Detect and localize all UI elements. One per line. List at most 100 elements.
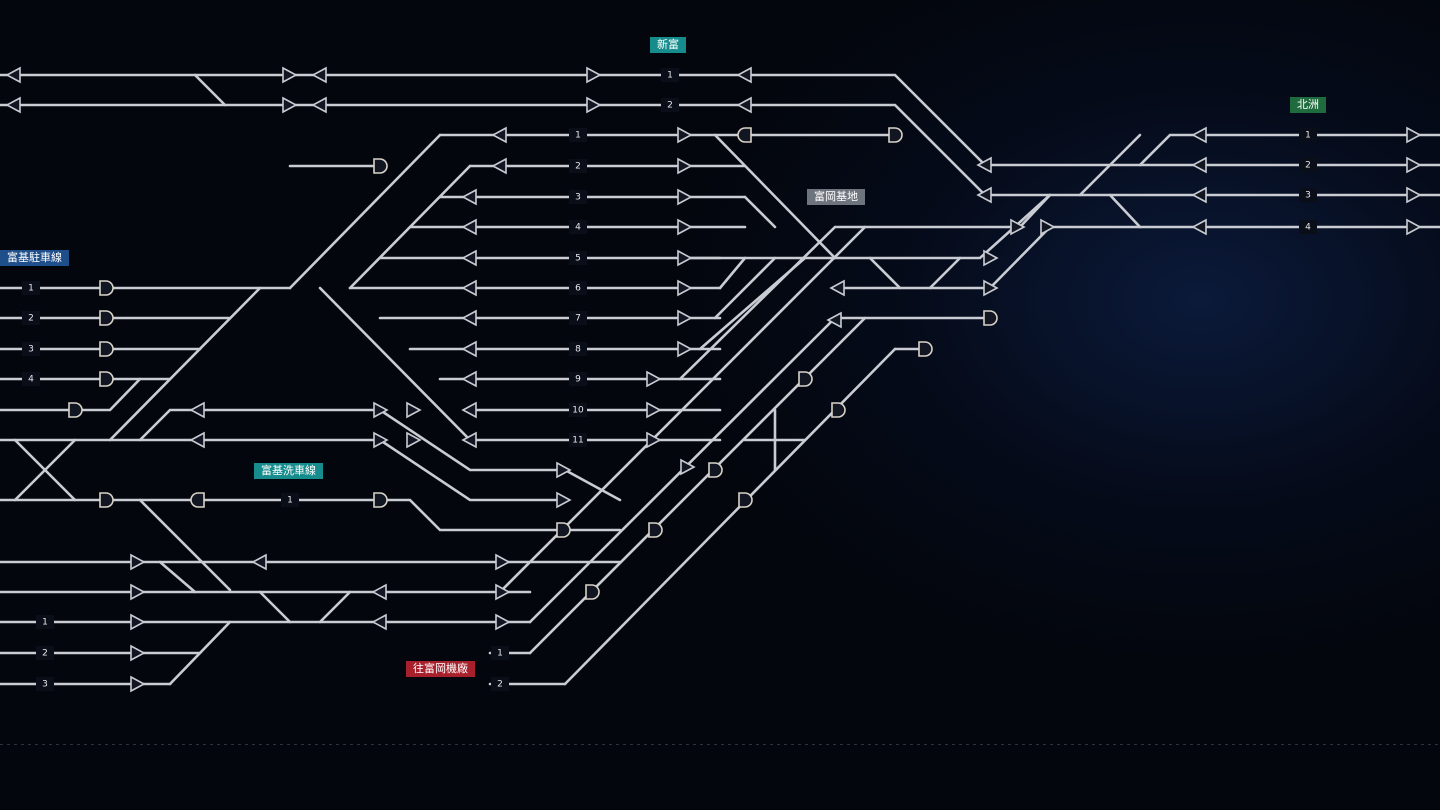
signal-icon[interactable]	[461, 309, 477, 327]
track-number-bg	[569, 281, 587, 295]
stop-signal-icon[interactable]	[798, 371, 813, 387]
stop-signal-icon[interactable]	[99, 371, 114, 387]
signal-icon[interactable]	[491, 126, 507, 144]
signal-icon[interactable]	[677, 126, 693, 144]
signal-icon[interactable]	[646, 431, 662, 449]
signal-icon[interactable]	[495, 553, 511, 571]
shop-track-number-1: 1	[497, 649, 503, 659]
signal-icon[interactable]	[586, 66, 602, 84]
track-number-bg	[569, 128, 587, 142]
signal-icon[interactable]	[406, 401, 422, 419]
signal-icon[interactable]	[130, 675, 146, 693]
signal-icon[interactable]	[1191, 156, 1207, 174]
signal-icon[interactable]	[677, 249, 693, 267]
stop-signal-icon[interactable]	[373, 158, 388, 174]
signal-icon[interactable]	[1191, 126, 1207, 144]
signal-icon[interactable]	[373, 401, 389, 419]
signal-icon[interactable]	[130, 583, 146, 601]
signal-icon[interactable]	[1406, 186, 1422, 204]
stop-signal-icon[interactable]	[68, 402, 83, 418]
signal-icon[interactable]	[406, 431, 422, 449]
stop-signal-icon[interactable]	[737, 127, 752, 143]
signal-icon[interactable]	[371, 613, 387, 631]
stop-signal-icon[interactable]	[99, 280, 114, 296]
signal-icon[interactable]	[461, 279, 477, 297]
xinfu-track-number-1: 1	[667, 71, 673, 81]
signal-icon[interactable]	[495, 583, 511, 601]
signal-icon[interactable]	[491, 157, 507, 175]
signal-icon[interactable]	[251, 553, 267, 571]
signal-icon[interactable]	[677, 188, 693, 206]
yard-track-number-7: 7	[575, 314, 581, 324]
signal-icon[interactable]	[646, 370, 662, 388]
stop-signal-icon[interactable]	[831, 402, 846, 418]
signal-icon[interactable]	[677, 340, 693, 358]
depot-crossover-b	[928, 256, 962, 290]
signal-icon[interactable]	[586, 96, 602, 114]
signal-icon[interactable]	[983, 279, 999, 297]
stop-signal-icon[interactable]	[190, 492, 205, 508]
station-label-xinfu: 新富	[650, 37, 686, 53]
wash-track-label: 富基洗車線	[254, 463, 323, 479]
signal-icon[interactable]	[976, 186, 992, 204]
signal-icon[interactable]	[5, 96, 21, 114]
signal-icon[interactable]	[680, 458, 696, 476]
signal-icon[interactable]	[677, 157, 693, 175]
signal-icon[interactable]	[461, 401, 477, 419]
signal-icon[interactable]	[311, 66, 327, 84]
signal-icon[interactable]	[461, 370, 477, 388]
signal-icon[interactable]	[677, 279, 693, 297]
to-workshop-label: 往富岡機廠	[406, 661, 475, 677]
signal-icon[interactable]	[1010, 218, 1026, 236]
signal-icon[interactable]	[189, 401, 205, 419]
signal-icon[interactable]	[677, 218, 693, 236]
signal-icon[interactable]	[461, 340, 477, 358]
beiji-track-number-1: 1	[1305, 131, 1311, 141]
signal-icon[interactable]	[677, 309, 693, 327]
signal-icon[interactable]	[1191, 186, 1207, 204]
stop-signal-icon[interactable]	[888, 127, 903, 143]
signal-icon[interactable]	[461, 431, 477, 449]
signal-icon[interactable]	[282, 96, 298, 114]
signal-icon[interactable]	[829, 279, 845, 297]
signal-icon[interactable]	[646, 401, 662, 419]
stop-signal-icon[interactable]	[708, 462, 723, 478]
stop-signal-icon[interactable]	[738, 492, 753, 508]
signal-icon[interactable]	[736, 66, 752, 84]
signal-icon[interactable]	[461, 188, 477, 206]
signal-icon[interactable]	[130, 553, 146, 571]
signal-icon[interactable]	[983, 249, 999, 267]
signal-icon[interactable]	[5, 66, 21, 84]
signal-icon[interactable]	[282, 66, 298, 84]
signal-icon[interactable]	[556, 491, 572, 509]
stop-signal-icon[interactable]	[983, 310, 998, 326]
signal-icon[interactable]	[826, 311, 842, 329]
signal-icon[interactable]	[736, 96, 752, 114]
stop-signal-icon[interactable]	[648, 522, 663, 538]
stop-signal-icon[interactable]	[99, 310, 114, 326]
signals[interactable]	[5, 66, 1422, 693]
stop-signal-icon[interactable]	[585, 584, 600, 600]
stop-signal-icon[interactable]	[373, 492, 388, 508]
signal-icon[interactable]	[1191, 218, 1207, 236]
stop-signal-icon[interactable]	[99, 341, 114, 357]
signal-icon[interactable]	[1406, 156, 1422, 174]
signal-icon[interactable]	[130, 644, 146, 662]
stop-signal-icon[interactable]	[918, 341, 933, 357]
signal-icon[interactable]	[311, 96, 327, 114]
signal-icon[interactable]	[1040, 218, 1056, 236]
signal-icon[interactable]	[189, 431, 205, 449]
signal-icon[interactable]	[130, 613, 146, 631]
diag-3	[528, 316, 867, 655]
signal-icon[interactable]	[1406, 126, 1422, 144]
signal-icon[interactable]	[461, 218, 477, 236]
signal-icon[interactable]	[495, 613, 511, 631]
signal-icon[interactable]	[556, 461, 572, 479]
stop-signal-icon[interactable]	[99, 492, 114, 508]
signal-icon[interactable]	[371, 583, 387, 601]
signal-icon[interactable]	[373, 431, 389, 449]
stop-signal-icon[interactable]	[556, 522, 571, 538]
signal-icon[interactable]	[976, 156, 992, 174]
signal-icon[interactable]	[1406, 218, 1422, 236]
signal-icon[interactable]	[461, 249, 477, 267]
